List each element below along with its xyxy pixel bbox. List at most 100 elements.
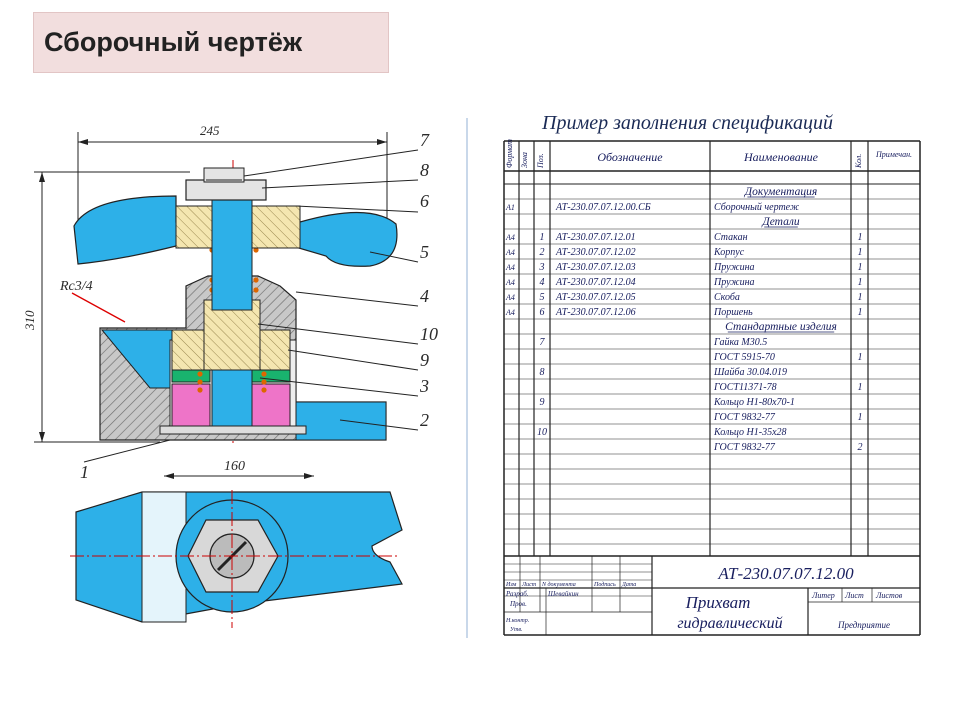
row-qty: 1 — [858, 247, 863, 258]
row-name: Пружина — [713, 277, 755, 288]
row-format: А4 — [505, 248, 515, 257]
row-designation: АТ-230.07.07.12.00.СБ — [555, 202, 651, 213]
stamp-prov: Пров. — [509, 600, 527, 608]
stamp-docnum: N документа — [541, 581, 576, 588]
row-pos: 10 — [537, 427, 547, 438]
svg-text:10: 10 — [420, 324, 438, 344]
row-format: А4 — [505, 278, 515, 287]
row-format: А4 — [505, 293, 515, 302]
section-heading: Стандартные изделия — [725, 321, 837, 333]
svg-text:2: 2 — [420, 410, 429, 430]
row-qty: 2 — [858, 442, 863, 453]
header-name: Наименование — [743, 150, 819, 164]
row-pos: 5 — [540, 292, 545, 303]
row-qty: 1 — [858, 382, 863, 393]
row-designation: АТ-230.07.07.12.04 — [555, 277, 636, 288]
row-designation: АТ-230.07.07.12.05 — [555, 292, 636, 303]
row-qty: 1 — [858, 292, 863, 303]
row-name: Сборочный чертеж — [714, 202, 800, 213]
spec-title: Пример заполнения спецификаций — [542, 112, 833, 134]
row-pos: 1 — [540, 232, 545, 243]
stamp-sign: Подпись — [593, 581, 616, 588]
row-designation: АТ-230.07.07.12.02 — [555, 247, 636, 258]
row-name: ГОСТ 9832-77 — [713, 412, 776, 423]
row-pos: 3 — [539, 262, 545, 273]
stamp-date: Дата — [621, 582, 636, 588]
callouts: 7 8 6 5 4 10 9 3 2 1 — [80, 130, 438, 482]
svg-text:5: 5 — [420, 242, 429, 262]
stamp-name-2: гидравлический — [677, 615, 782, 632]
stamp-name-1: Прихват — [685, 593, 751, 612]
stamp-razrab: Разраб. — [505, 590, 529, 598]
row-pos: 4 — [540, 277, 545, 288]
row-qty: 1 — [858, 232, 863, 243]
section-heading: Документация — [744, 186, 817, 198]
row-name: Пружина — [713, 262, 755, 273]
row-name: Поршень — [713, 307, 753, 318]
row-name: Гайка М30.5 — [713, 337, 767, 348]
svg-text:160: 160 — [224, 459, 245, 474]
row-qty: 1 — [858, 262, 863, 273]
row-qty: 1 — [858, 412, 863, 423]
leader-lines — [83, 149, 419, 463]
dim-310-label: 310 — [22, 310, 37, 331]
dim-245: 245 — [77, 123, 388, 250]
thread-label: Rc3/4 — [59, 279, 93, 294]
stamp-enterprise: Предприятие — [837, 620, 890, 630]
stamp-utv: Утв. — [510, 627, 522, 633]
stamp-author: Шевайкин — [547, 590, 579, 598]
row-format: А4 — [505, 263, 515, 272]
header-format: Формат — [505, 139, 514, 168]
header-note: Примечан. — [875, 150, 912, 159]
svg-text:9: 9 — [420, 350, 429, 370]
header-designation: Обозначение — [597, 150, 663, 164]
row-name: Кольцо Н1-35х28 — [713, 427, 787, 438]
svg-text:7: 7 — [420, 130, 430, 150]
dim-310: 310 — [22, 171, 190, 443]
section-heading: Детали — [761, 216, 799, 228]
row-name: Корпус — [713, 247, 745, 258]
plan-view — [70, 490, 403, 628]
slide-title: Сборочный чертёж — [44, 27, 302, 57]
stamp-litera: Литер — [811, 591, 835, 600]
row-designation: АТ-230.07.07.12.06 — [555, 307, 636, 318]
row-pos: 9 — [540, 397, 545, 408]
row-format: А4 — [505, 308, 515, 317]
svg-text:3: 3 — [419, 376, 429, 396]
row-name: ГОСТ 9832-77 — [713, 442, 776, 453]
row-name: Скоба — [714, 292, 740, 303]
svg-text:6: 6 — [420, 191, 429, 211]
row-format: А4 — [505, 233, 515, 242]
dim-245-label: 245 — [200, 123, 220, 138]
row-pos: 8 — [540, 367, 545, 378]
header-qty: Кол. — [854, 154, 863, 169]
svg-text:1: 1 — [80, 462, 89, 482]
row-designation: АТ-230.07.07.12.01 — [555, 232, 636, 243]
stamp-list: Лист — [521, 582, 537, 588]
header-pos: Поз. — [536, 153, 545, 169]
row-name: Стакан — [714, 232, 748, 243]
row-name: Кольцо Н1-80х70-1 — [713, 397, 795, 408]
stamp-sheets: Листов — [875, 591, 903, 600]
row-qty: 1 — [858, 307, 863, 318]
stamp-nkontr: Н.контр. — [505, 618, 529, 624]
stamp-code: АТ-230.07.07.12.00 — [717, 564, 854, 583]
row-designation: АТ-230.07.07.12.03 — [555, 262, 636, 273]
divider-line — [466, 118, 468, 638]
row-pos: 6 — [540, 307, 545, 318]
stamp-sheet: Лист — [844, 591, 864, 600]
row-pos: 7 — [540, 337, 546, 348]
svg-text:8: 8 — [420, 160, 429, 180]
row-name: Шайба 30.04.019 — [713, 367, 787, 378]
row-name: ГОСТ11371-78 — [713, 382, 777, 393]
slide-title-box: Сборочный чертёж — [33, 12, 389, 73]
row-pos: 2 — [540, 247, 545, 258]
row-name: ГОСТ 5915-70 — [713, 352, 775, 363]
row-qty: 1 — [858, 277, 863, 288]
row-qty: 1 — [858, 352, 863, 363]
dim-160: 160 — [164, 459, 314, 479]
header-zone: Зона — [520, 152, 529, 168]
svg-text:4: 4 — [420, 286, 429, 306]
